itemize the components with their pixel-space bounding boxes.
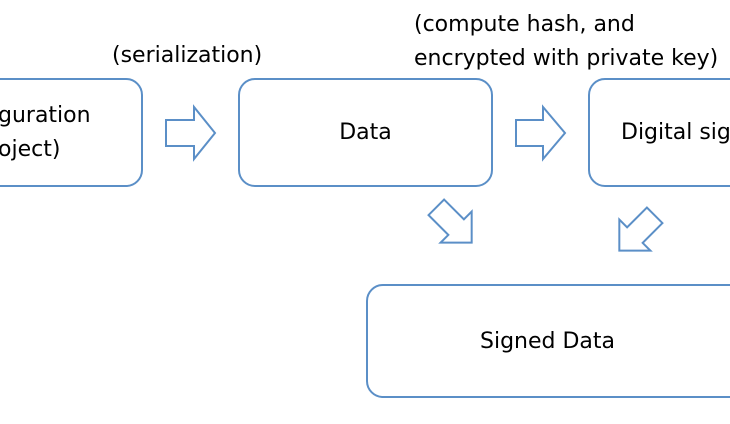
configuration-label-line1: guration <box>0 103 91 128</box>
compute-hash-caption-line2: encrypted with private key) <box>414 46 719 71</box>
sign-arrow-icon <box>515 104 567 162</box>
configuration-box <box>0 78 143 187</box>
signed-data-label: Signed Data <box>480 329 616 354</box>
signed-data-box <box>366 284 730 398</box>
digital-signature-box <box>588 78 730 187</box>
data-to-signed-arrow-icon <box>427 198 473 244</box>
serialization-caption: (serialization) <box>112 43 263 68</box>
serialization-arrow-icon <box>165 104 217 162</box>
compute-hash-caption-line1: (compute hash, and <box>414 12 635 37</box>
data-box <box>238 78 493 187</box>
data-label: Data <box>339 120 392 145</box>
digital-signature-label: Digital sig <box>621 120 730 145</box>
signature-to-signed-arrow-icon <box>618 206 664 252</box>
configuration-label-line2: oject) <box>0 137 61 162</box>
